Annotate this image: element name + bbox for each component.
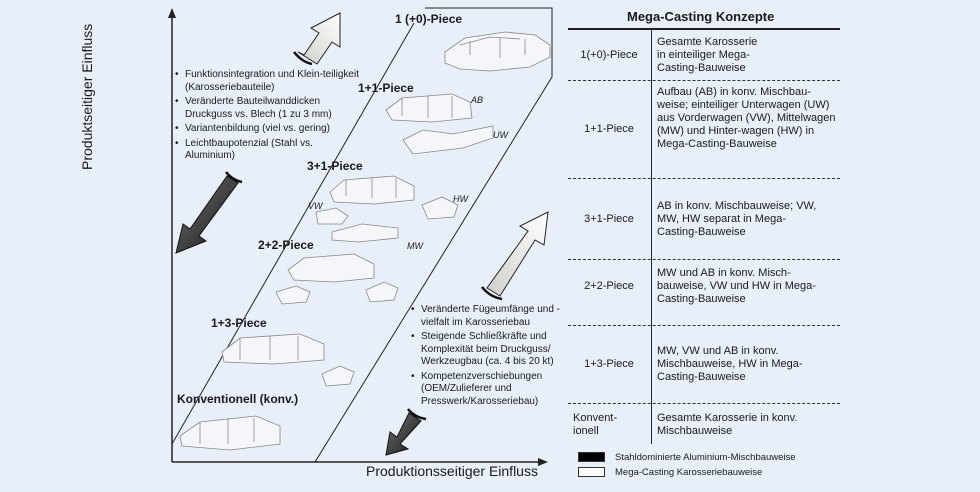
row-separator: [568, 325, 840, 326]
band-right-edge: [314, 7, 553, 463]
arrow-up-right-bottom: [481, 211, 549, 301]
concept-cell: Konvent-ionell: [573, 412, 618, 437]
piece-label-1-3: 1+3-Piece: [211, 316, 267, 330]
car-body-2+2: [275, 253, 399, 305]
car-body-konventionell: [179, 415, 281, 451]
arrow-down-left-left: [175, 171, 243, 254]
legend-swatch-white: [578, 467, 605, 478]
part-label-vw: VW: [308, 201, 323, 211]
concept-cell: 2+2-Piece: [584, 280, 634, 292]
product-bullet: Leichtbaupotenzial (Stahl vs. Aluminium): [175, 138, 360, 163]
y-axis-arrowhead: [168, 8, 176, 18]
legend-item-megacasting: Mega-Casting Karosseriebauweise: [578, 467, 762, 478]
product-bullet: Variantenbildung (viel vs. gering): [175, 123, 360, 136]
legend-label: Stahldominierte Aluminium-Mischbauweise: [615, 452, 796, 463]
description-cell: AB in konv. Mischbauweise; VW, MW, HW se…: [657, 200, 817, 238]
row-separator: [568, 80, 840, 81]
part-label-hw: HW: [453, 194, 468, 204]
car-body-1+1-ab: [385, 93, 473, 123]
product-influence-list: Funktionsintegration und Klein-teiligkei…: [175, 69, 360, 165]
legend-swatch-black: [578, 452, 605, 463]
part-label-ab: AB: [471, 95, 484, 105]
production-influence-list: Veränderte Fügeumfänge und -vielfalt im …: [411, 304, 571, 410]
production-bullet: Veränderte Fügeumfänge und -vielfalt im …: [411, 304, 571, 329]
product-bullet: Veränderte Bauteilwanddicken Druckguss v…: [175, 96, 360, 121]
description-cell: Aufbau (AB) in konv. Mischbau-weise; ein…: [657, 86, 836, 150]
table-column-divider: [651, 29, 652, 444]
row-separator: [568, 403, 840, 404]
car-body-1+1-uw: [402, 125, 494, 155]
piece-label-3-1: 3+1-Piece: [307, 159, 363, 173]
piece-label-konventionell: Konventionell (konv.): [177, 392, 299, 406]
concept-cell: 3+1-Piece: [584, 213, 634, 225]
piece-label-2-2: 2+2-Piece: [258, 238, 314, 252]
car-body-3+1-parts: [315, 196, 459, 243]
band-left-edge: [171, 22, 415, 445]
concept-cell: 1+3-Piece: [584, 358, 634, 370]
part-label-mw: MW: [407, 241, 423, 251]
car-body-1-piece: [444, 31, 551, 72]
table-title: Mega-Casting Konzepte: [627, 9, 775, 24]
car-body-1+3: [221, 333, 355, 387]
piece-label-1-0: 1 (+0)-Piece: [395, 12, 463, 26]
description-cell: Gesamte Karosserie in einteiliger Mega-C…: [657, 36, 758, 74]
legend-item-steel: Stahldominierte Aluminium-Mischbauweise: [578, 452, 796, 463]
x-axis-label: Produktionsseitiger Einfluss: [366, 463, 538, 479]
table-header-rule: [568, 28, 840, 30]
production-bullet: Steigende Schließkräfte und Komplexität …: [411, 331, 571, 369]
legend-label: Mega-Casting Karosseriebauweise: [615, 467, 763, 478]
description-cell: Gesamte Karosserie in konv. Mischbauweis…: [657, 412, 798, 437]
arrow-down-left-bottom: [385, 408, 427, 456]
piece-label-1-1: 1+1-Piece: [358, 81, 414, 95]
part-label-uw: UW: [493, 130, 508, 140]
row-separator: [568, 178, 840, 179]
arrow-up-right-top: [293, 12, 341, 66]
row-separator: [568, 259, 840, 260]
car-body-3+1-ab: [329, 175, 415, 205]
concept-cell: 1+1-Piece: [584, 123, 634, 135]
description-cell: MW, VW und AB in konv. Mischbauweise, HW…: [657, 345, 803, 383]
description-cell: MW und AB in konv. Misch-bauweise, VW un…: [657, 267, 816, 305]
concept-cell: 1(+0)-Piece: [580, 49, 638, 61]
y-axis-label: Produktseitiger Einfluss: [79, 23, 95, 170]
production-bullet: Kompetenzverschiebungen (OEM/Zulieferer …: [411, 371, 571, 409]
product-bullet: Funktionsintegration und Klein-teiligkei…: [175, 69, 360, 94]
x-axis-arrowhead: [538, 458, 548, 466]
